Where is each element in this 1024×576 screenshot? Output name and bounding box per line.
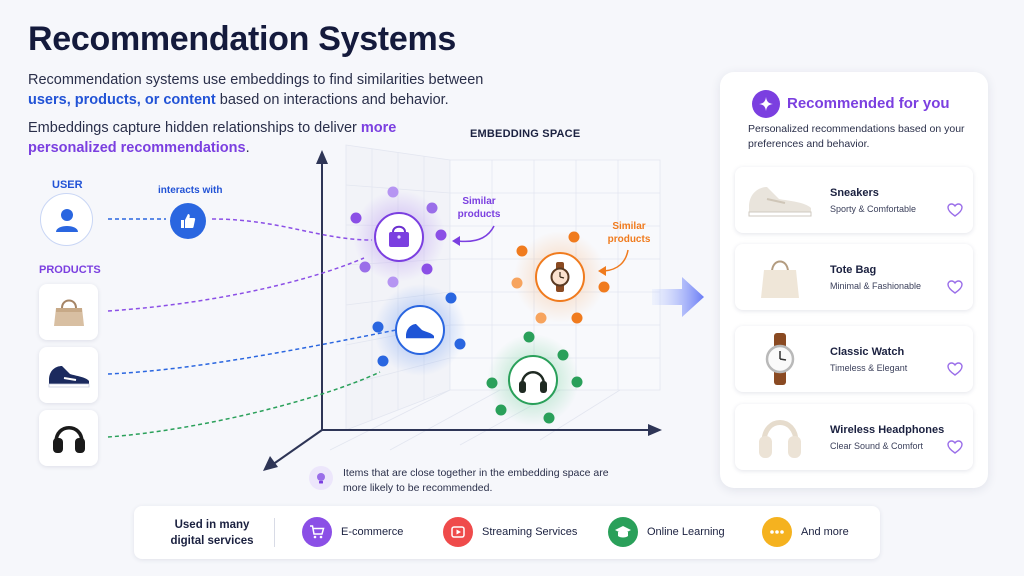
panel-description: Personalized recommendations based on yo… xyxy=(748,123,965,150)
lightbulb-icon xyxy=(309,466,333,490)
service-more[interactable]: And more xyxy=(762,517,849,547)
service-learning[interactable]: Online Learning xyxy=(608,517,725,547)
services-bar: Used in many digital services E-commerce… xyxy=(134,506,880,559)
user-icon xyxy=(55,208,78,232)
cluster-blue xyxy=(372,284,466,376)
heart-icon[interactable] xyxy=(947,362,963,376)
arrow-right-icon xyxy=(652,277,704,317)
recommendation-card[interactable]: Tote Bag Minimal & Fashionable xyxy=(735,244,973,310)
embedding-text-a: Embeddings capture hidden relationships … xyxy=(28,120,361,136)
sneaker-icon xyxy=(48,366,89,388)
watch-icon xyxy=(745,331,815,387)
thumbs-up-badge xyxy=(170,203,206,239)
page-title: Recommendation Systems xyxy=(28,20,456,58)
divider xyxy=(274,518,275,547)
play-icon xyxy=(443,517,473,547)
sneaker-icon xyxy=(745,172,815,228)
handbag-icon xyxy=(53,299,84,326)
embedding-highlight: more personalized recommendations xyxy=(28,120,397,156)
headphones-product-line xyxy=(107,371,381,438)
service-label: Streaming Services xyxy=(482,526,578,538)
recommendation-card[interactable]: Sneakers Sporty & Comfortable xyxy=(735,167,973,233)
recommendation-subtitle: Minimal & Fashionable xyxy=(830,281,922,291)
panel-title: Recommended for you xyxy=(787,95,950,112)
cluster-green xyxy=(486,331,583,426)
watch-icon xyxy=(550,262,570,292)
cluster-orange xyxy=(511,231,610,324)
embedding-paragraph: Embeddings capture hidden relationships … xyxy=(28,118,448,158)
recommendation-name: Wireless Headphones xyxy=(830,424,945,436)
products-label: PRODUCTS xyxy=(39,264,101,276)
thumb-to-bag-line xyxy=(211,218,373,241)
similar-products-label-orange: Similar products xyxy=(607,221,651,245)
embedding-note: Items that are close together in the emb… xyxy=(343,467,609,494)
used-in-label: Used in many digital services xyxy=(170,519,254,547)
recommendation-name: Sneakers xyxy=(830,187,879,199)
sneaker-icon xyxy=(406,324,434,340)
sneaker-product-line xyxy=(107,329,397,375)
graduation-cap-icon xyxy=(608,517,638,547)
more-icon xyxy=(762,517,792,547)
heart-icon[interactable] xyxy=(947,203,963,217)
cluster-purple xyxy=(350,186,447,288)
cart-icon xyxy=(302,517,332,547)
product-card-headphones[interactable] xyxy=(39,410,98,466)
user-label: USER xyxy=(52,179,83,191)
bag-product-line xyxy=(107,257,365,312)
intro-paragraph: Recommendation systems use embeddings to… xyxy=(28,70,508,110)
headphones-icon xyxy=(519,371,547,393)
service-ecommerce[interactable]: E-commerce xyxy=(302,517,403,547)
interacts-label: interacts with xyxy=(158,185,223,196)
intro-text-b: based on interactions and behavior. xyxy=(215,92,449,108)
recommendation-subtitle: Sporty & Comfortable xyxy=(830,204,917,214)
similar-products-label-purple: Similar products xyxy=(457,196,501,220)
recommendation-subtitle: Timeless & Elegant xyxy=(830,363,908,373)
sparkle-icon xyxy=(752,90,780,118)
recommendation-name: Tote Bag xyxy=(830,264,877,276)
intro-highlight: users, products, or content xyxy=(28,92,216,108)
service-label: E-commerce xyxy=(341,526,404,538)
service-label: Online Learning xyxy=(647,526,725,538)
heart-icon[interactable] xyxy=(947,440,963,454)
handbag-icon xyxy=(389,225,409,247)
recommendation-card[interactable]: Classic Watch Timeless & Elegant xyxy=(735,326,973,392)
intro-text-a: Recommendation systems use embeddings to… xyxy=(28,72,484,88)
product-card-sneaker[interactable] xyxy=(39,347,98,403)
recommendations-panel: Recommended for you Personalized recomme… xyxy=(720,72,988,488)
embedding-space-title: EMBEDDING SPACE xyxy=(470,128,581,140)
tote-bag-icon xyxy=(745,249,815,305)
headphones-icon xyxy=(745,409,815,465)
recommendation-card[interactable]: Wireless Headphones Clear Sound & Comfor… xyxy=(735,404,973,470)
recommendation-name: Classic Watch xyxy=(830,346,905,358)
axes xyxy=(263,150,662,471)
heart-icon[interactable] xyxy=(947,280,963,294)
thumbs-up-icon xyxy=(181,214,196,228)
recommendation-subtitle: Clear Sound & Comfort xyxy=(830,441,924,451)
embedding-text-b: . xyxy=(245,140,250,156)
service-label: And more xyxy=(801,526,849,538)
product-card-handbag[interactable] xyxy=(39,284,98,340)
service-streaming[interactable]: Streaming Services xyxy=(443,517,577,547)
headphones-icon xyxy=(52,426,85,453)
user-avatar xyxy=(40,193,93,246)
